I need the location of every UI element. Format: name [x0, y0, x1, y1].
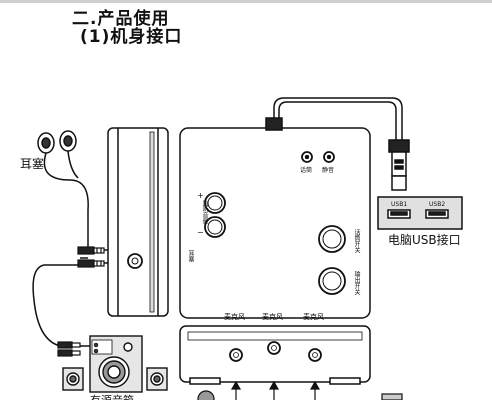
earphone-cable [32, 210, 89, 347]
device-top-view [179, 117, 371, 319]
talk-switch-label: 话筒开关 [353, 229, 360, 253]
pc-usb-panel [377, 196, 463, 230]
talk-label: 话筒 [300, 167, 313, 174]
section-title: 二.产品使用 [72, 9, 170, 29]
usb-plug [388, 139, 410, 191]
page-top-rule [0, 0, 492, 3]
mic-label-2: 麦克风 [262, 313, 283, 321]
usb1-label: USB1 [391, 201, 408, 208]
subsection-title: (1)机身接口 [80, 27, 183, 47]
plus-label: + [197, 191, 204, 200]
pc-usb-label: 电脑USB接口 [388, 233, 461, 247]
earphone-icon [37, 130, 89, 211]
speaker-cable [104, 249, 108, 264]
speaker-plug-pair [57, 341, 81, 357]
device-side-view [107, 127, 169, 317]
mute-label: 静音 [322, 167, 335, 174]
speaker-icon [62, 335, 168, 393]
usb-cable [273, 97, 403, 140]
mic-arrows [230, 380, 321, 400]
earplug-port-label: 耳塞 [187, 250, 194, 262]
microphone-icon [197, 390, 215, 400]
audio-plug-top [77, 246, 105, 255]
speaker-label: 有源音箱 [90, 392, 134, 400]
adapter-icon [381, 393, 403, 400]
monitor-volume-label: 监听音量 [201, 200, 208, 224]
usb2-label: USB2 [429, 201, 446, 208]
device-bottom-view [179, 325, 371, 385]
mic-label-3: 麦克风 [303, 313, 324, 321]
audio-plug-bottom [77, 259, 105, 268]
earphone-label: 耳塞 [20, 157, 45, 171]
mic-label-1: 麦克风 [224, 313, 245, 321]
minus-label: − [197, 228, 204, 237]
output-switch-label: 输出开关 [353, 271, 360, 295]
